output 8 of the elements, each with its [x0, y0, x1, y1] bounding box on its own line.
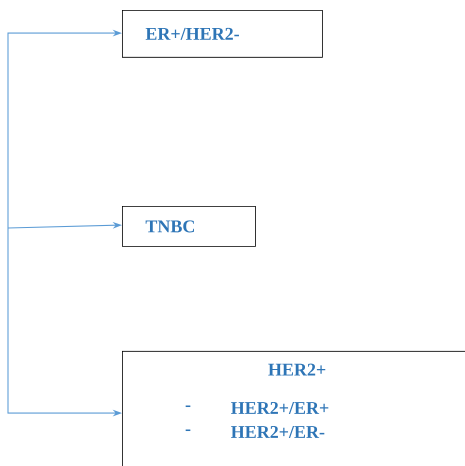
list-item: HER2+/ER-: [231, 426, 324, 438]
bullet-dash: -: [186, 406, 190, 408]
heading-text: HER2+: [268, 364, 326, 376]
category-box: ER+/HER2-: [122, 10, 323, 58]
category-box: TNBC: [122, 206, 256, 247]
bullet-dash: -: [186, 430, 190, 432]
list-item: HER2+/ER+: [231, 402, 328, 414]
category-box: [122, 350, 465, 466]
